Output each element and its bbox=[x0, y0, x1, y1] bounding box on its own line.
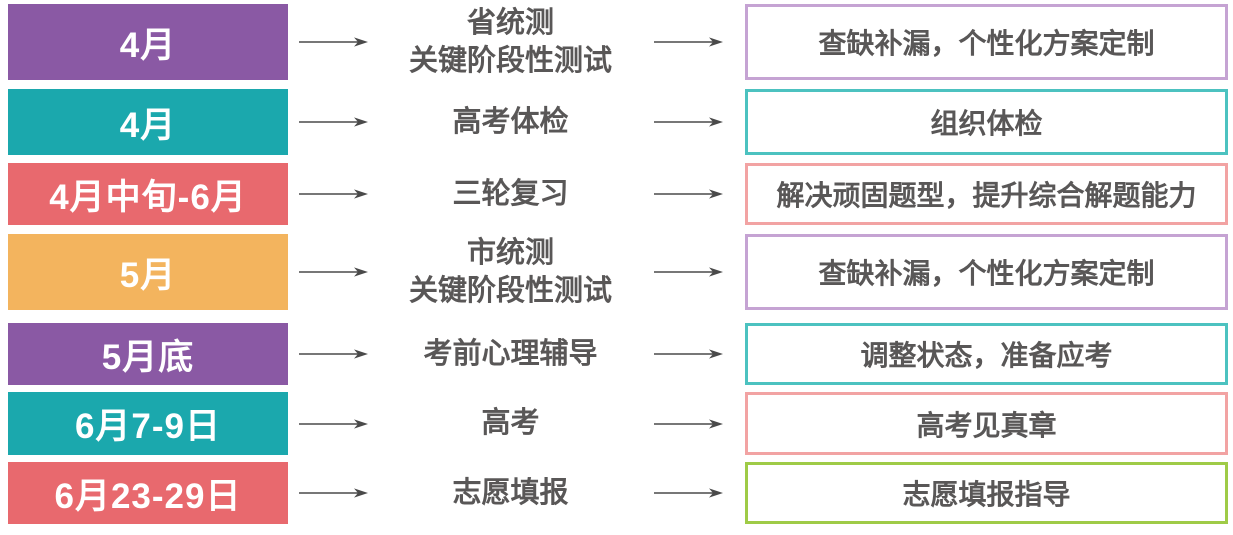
event-line: 市统测 bbox=[466, 236, 554, 269]
result-box: 查缺补漏，个性化方案定制 bbox=[745, 234, 1228, 310]
arrow-right-icon bbox=[299, 189, 368, 199]
event-line: 省统测 bbox=[466, 6, 554, 39]
timeline-row: 5月 市统测 关键阶段性测试 查缺补漏，个性化方案定制 bbox=[0, 234, 1233, 310]
date-box: 6月23-29日 bbox=[8, 462, 288, 524]
arrow-right-icon bbox=[299, 488, 368, 498]
event-line: 志愿填报 bbox=[452, 476, 569, 509]
event-line: 关键阶段性测试 bbox=[408, 45, 612, 77]
event-line: 三轮复习 bbox=[452, 177, 569, 210]
date-box: 5月 bbox=[8, 234, 288, 310]
arrow-right-icon bbox=[299, 418, 368, 429]
arrow-right-icon bbox=[654, 349, 723, 359]
arrow-right-icon bbox=[299, 267, 368, 277]
timeline-row: 4月中旬-6月 三轮复习 解决顽固题型，提升综合解题能力 bbox=[0, 163, 1233, 225]
timeline-row: 6月7-9日 高考 高考见真章 bbox=[0, 392, 1233, 455]
date-box: 6月7-9日 bbox=[8, 392, 288, 455]
arrow-right-icon bbox=[654, 117, 723, 127]
event-label: 三轮复习 bbox=[368, 175, 653, 213]
event-label: 考前心理辅导 bbox=[368, 335, 653, 373]
event-line: 高考体检 bbox=[452, 105, 569, 138]
timeline-row: 4月 省统测 关键阶段性测试 查缺补漏，个性化方案定制 bbox=[0, 4, 1233, 80]
event-label: 高考体检 bbox=[368, 103, 653, 141]
event-line: 关键阶段性测试 bbox=[408, 275, 612, 307]
timeline-row: 4月 高考体检 组织体检 bbox=[0, 89, 1233, 155]
timeline-row: 6月23-29日 志愿填报 志愿填报指导 bbox=[0, 462, 1233, 524]
event-label: 市统测 关键阶段性测试 bbox=[368, 234, 653, 311]
result-box: 解决顽固题型，提升综合解题能力 bbox=[745, 163, 1228, 225]
date-box: 5月底 bbox=[8, 323, 288, 385]
date-box: 4月 bbox=[8, 89, 288, 155]
arrow-right-icon bbox=[654, 488, 723, 498]
result-box: 调整状态，准备应考 bbox=[745, 323, 1228, 385]
result-box: 高考见真章 bbox=[745, 392, 1228, 455]
arrow-right-icon bbox=[299, 349, 368, 359]
result-box: 组织体检 bbox=[745, 89, 1228, 155]
result-box: 志愿填报指导 bbox=[745, 462, 1228, 524]
date-box: 4月 bbox=[8, 4, 288, 80]
arrow-right-icon bbox=[654, 189, 723, 199]
event-line: 高考 bbox=[481, 407, 540, 440]
arrow-right-icon bbox=[654, 37, 723, 47]
timeline-row: 5月底 考前心理辅导 调整状态，准备应考 bbox=[0, 323, 1233, 385]
date-box: 4月中旬-6月 bbox=[8, 163, 288, 225]
event-line: 考前心理辅导 bbox=[423, 337, 598, 370]
result-box: 查缺补漏，个性化方案定制 bbox=[745, 4, 1228, 80]
arrow-right-icon bbox=[654, 267, 723, 277]
arrow-right-icon bbox=[299, 117, 368, 127]
event-label: 高考 bbox=[368, 404, 653, 442]
event-label: 省统测 关键阶段性测试 bbox=[368, 4, 653, 81]
arrow-right-icon bbox=[654, 418, 723, 429]
event-label: 志愿填报 bbox=[368, 474, 653, 512]
arrow-right-icon bbox=[299, 37, 368, 47]
